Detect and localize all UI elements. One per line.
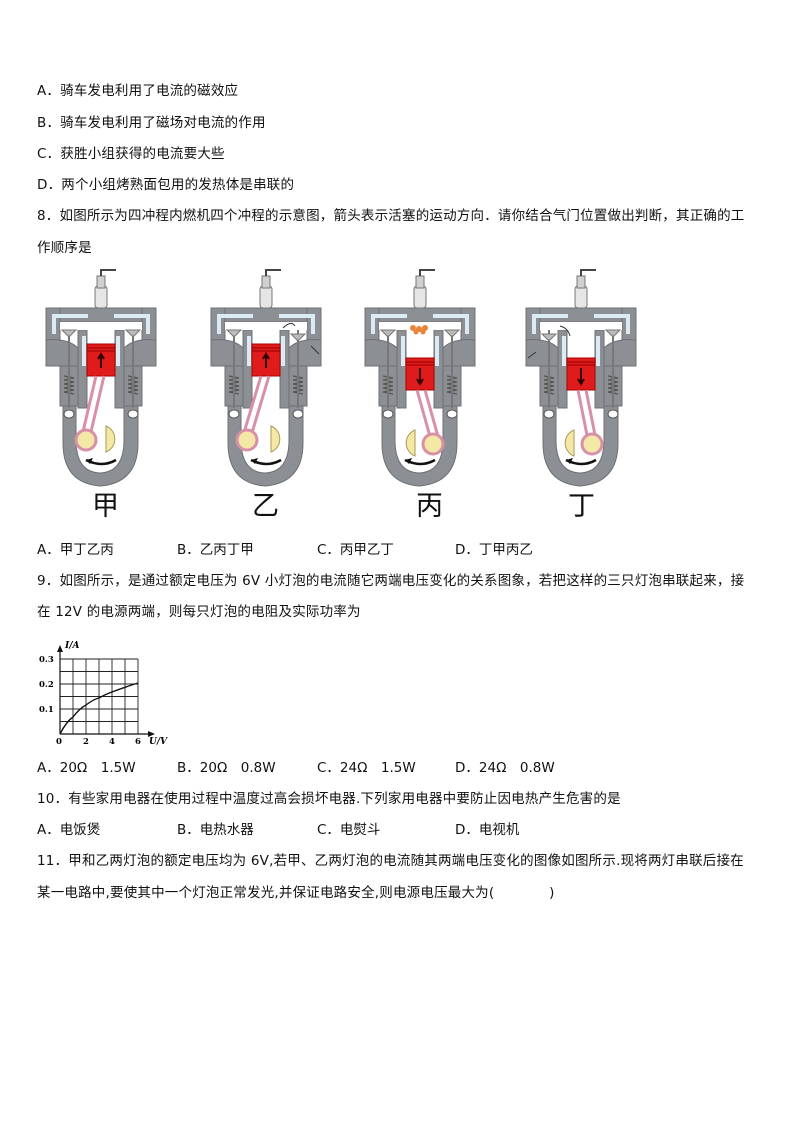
engine-figure-bing — [357, 268, 483, 494]
engine-label-ding: 丁 — [568, 491, 595, 522]
y-tick-0.3: 0.3 — [39, 655, 54, 665]
q10-stem: 10．有些家用电器在使用过程中温度过高会损坏电器.下列家用电器中要防止因电热产生… — [37, 791, 621, 807]
q8-option-d: D．丁甲丙乙 — [455, 542, 533, 558]
q8-option-b: B．乙丙丁甲 — [177, 542, 254, 558]
q9-option-a: A．20Ω 1.5W — [37, 760, 136, 776]
y-axis-label: I/A — [64, 641, 79, 651]
x-tick-6: 6 — [135, 737, 141, 746]
engine-label-bing: 丙 — [416, 491, 443, 522]
q9-option-b: B．20Ω 0.8W — [177, 760, 276, 776]
y-tick-0.1: 0.1 — [39, 705, 54, 715]
q8-stem-line1: 8．如图所示为四冲程内燃机四个冲程的示意图，箭头表示活塞的运动方向．请你结合气门… — [37, 208, 745, 224]
y-tick-0.2: 0.2 — [39, 680, 54, 690]
q8-stem-line2: 作顺序是 — [37, 240, 92, 256]
q11-stem-line1: 11．甲和乙两灯泡的额定电压均为 6V,若甲、乙两灯泡的电流随其两端电压变化的图… — [37, 853, 744, 869]
q9-option-c: C．24Ω 1.5W — [317, 760, 416, 776]
q9-stem-line1: 9．如图所示，是通过额定电压为 6V 小灯泡的电流随它两端电压变化的关系图象，若… — [37, 573, 745, 589]
q10-option-c: C．电熨斗 — [317, 822, 381, 838]
engine-figure-jia — [38, 268, 164, 494]
iu-graph: I/A U/V 0.3 0.2 0.1 0 2 4 6 — [36, 636, 176, 747]
x-axis-label: U/V — [149, 737, 168, 746]
q9-option-d: D．24Ω 0.8W — [455, 760, 555, 776]
q7-option-b: B．骑车发电利用了磁场对电流的作用 — [37, 115, 266, 131]
engine-label-yi: 乙 — [252, 491, 279, 522]
engine-figure-yi — [203, 268, 329, 494]
x-tick-2: 2 — [83, 737, 89, 746]
q10-option-b: B．电热水器 — [177, 822, 254, 838]
q10-option-d: D．电视机 — [455, 822, 520, 838]
q10-option-a: A．电饭煲 — [37, 822, 101, 838]
engine-figure-ding — [518, 268, 644, 494]
q7-option-a: A．骑车发电利用了电流的磁效应 — [37, 83, 239, 99]
q11-stem-line2: 某一电路中,要使其中一个灯泡正常发光,并保证电路安全,则电源电压最大为( ) — [37, 885, 555, 901]
x-tick-0: 0 — [56, 737, 62, 746]
engine-label-jia: 甲 — [92, 491, 119, 522]
q7-option-c: C．获胜小组获得的电流要大些 — [37, 146, 225, 162]
x-tick-4: 4 — [109, 737, 115, 746]
spark-burst — [410, 325, 428, 335]
q7-option-d: D．两个小组烤熟面包用的发热体是串联的 — [37, 177, 295, 193]
q8-option-c: C．丙甲乙丁 — [317, 542, 394, 558]
q9-stem-line2: 在 12V 的电源两端，则每只灯泡的电阻及实际功率为 — [37, 604, 361, 620]
q8-option-a: A．甲丁乙丙 — [37, 542, 114, 558]
